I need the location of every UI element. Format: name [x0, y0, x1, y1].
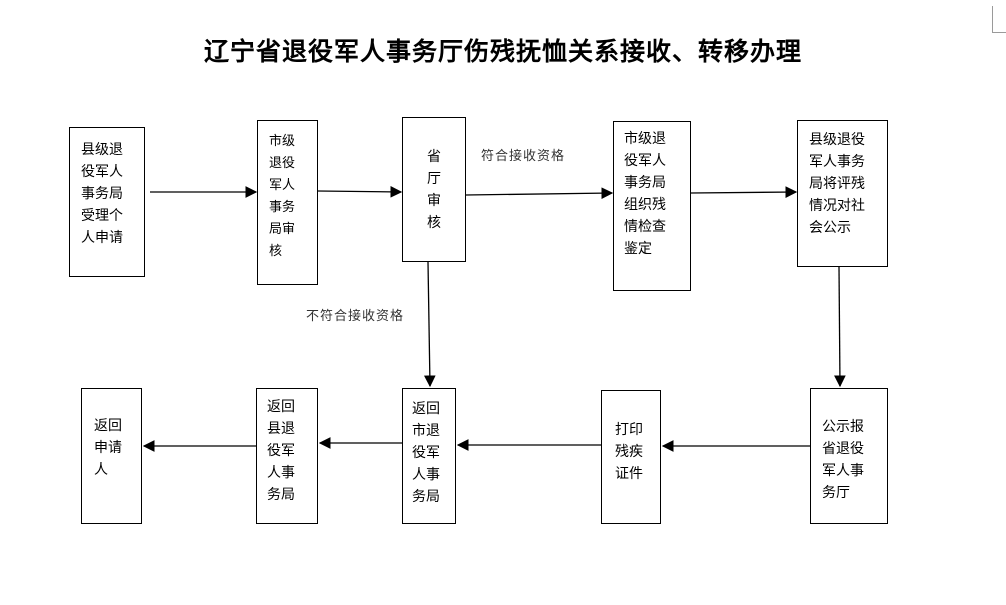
node-print-certificate: 打印 残疾 证件 [601, 390, 661, 524]
node-county-publicize-text: 县级退役 军人事务 局将评残 情况对社 会公示 [809, 132, 865, 236]
node-report-province: 公示报 省退役 军人事 务厅 [810, 388, 888, 524]
node-return-applicant-text: 返回 申请 人 [94, 418, 122, 478]
node-return-applicant: 返回 申请 人 [81, 388, 142, 524]
edge-label-not-qualified: 不符合接收资格 [306, 309, 405, 324]
node-return-county-text: 返回 县退 役军 人事 务局 [267, 399, 295, 503]
arrow-province-to-return-city [423, 261, 436, 388]
node-return-city: 返回 市退 役军 人事 务局 [402, 388, 456, 524]
node-county-publicize: 县级退役 军人事务 局将评残 情况对社 会公示 [797, 120, 888, 267]
node-city-exam: 市级退 役军人 事务局 组织残 情检查 鉴定 [613, 121, 691, 291]
node-province-review: 省 厅 审 核 [402, 117, 466, 262]
arrow-exam-to-publicize [690, 186, 798, 198]
page-corner-mark [992, 6, 1006, 33]
node-county-accept: 县级退 役军人 事务局 受理个 人申请 [69, 127, 145, 277]
node-province-review-text: 省 厅 审 核 [427, 149, 441, 231]
node-return-county: 返回 县退 役军 人事 务局 [256, 388, 318, 524]
arrow-city-to-province [317, 186, 403, 198]
node-city-review-text: 市级 退役 军人 事务 局审 核 [269, 134, 296, 259]
node-print-certificate-text: 打印 残疾 证件 [615, 422, 643, 482]
node-report-province-text: 公示报 省退役 军人事 务厅 [822, 419, 864, 501]
arrow-province-to-exam [465, 187, 614, 199]
edge-label-qualified: 符合接收资格 [481, 149, 566, 164]
arrow-publicize-to-report [834, 266, 846, 388]
node-county-accept-text: 县级退 役军人 事务局 受理个 人申请 [81, 142, 123, 246]
page-title: 辽宁省退役军人事务厅伤残抚恤关系接收、转移办理 [203, 37, 802, 66]
node-city-exam-text: 市级退 役军人 事务局 组织残 情检查 鉴定 [624, 131, 666, 257]
node-city-review: 市级 退役 军人 事务 局审 核 [257, 120, 318, 285]
node-return-city-text: 返回 市退 役军 人事 务局 [412, 401, 440, 505]
